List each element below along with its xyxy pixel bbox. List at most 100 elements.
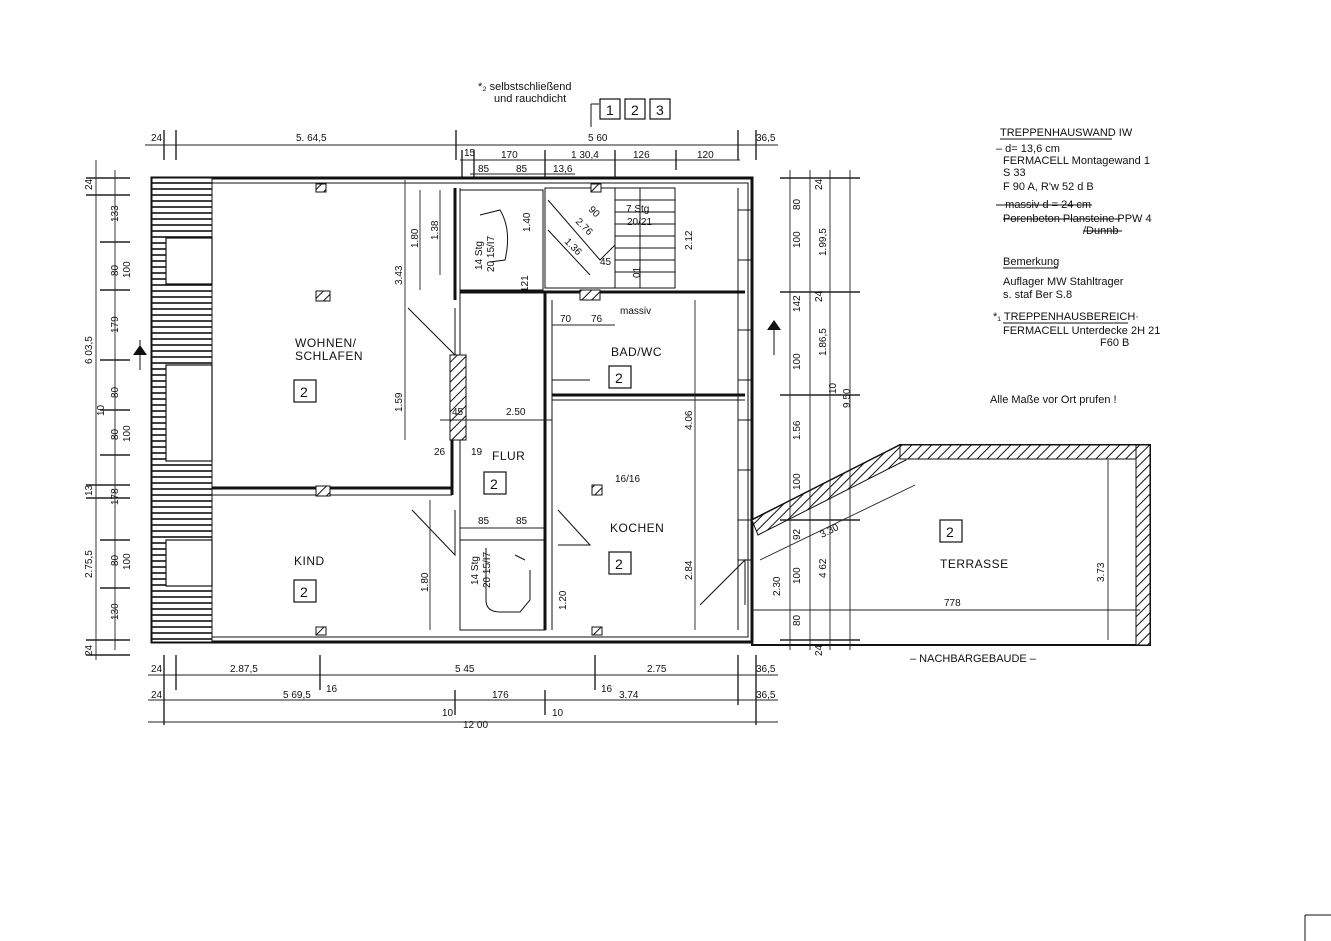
- room-kind: KIND: [294, 554, 325, 568]
- dim-right-100a: 100: [792, 231, 803, 248]
- dim-left-100c: 100: [122, 553, 133, 570]
- room-terrasse: TERRASSE: [940, 557, 1009, 571]
- dim-in-180a: 1.80: [410, 228, 421, 248]
- notes-panel: TREPPENHAUSWAND IW – d= 13,6 cm FERMACEL…: [990, 127, 1160, 406]
- dim-right-80b: 80: [792, 614, 803, 626]
- dim-in-120: 1.20: [558, 590, 569, 610]
- note-selfclose-2: und rauchdicht: [494, 93, 566, 105]
- dim-top-85b: 85: [516, 164, 528, 175]
- note-l2: FERMACELL Montagewand 1: [1003, 155, 1150, 167]
- dim-in-85b: 85: [516, 516, 528, 527]
- dim-right-24c: 24: [814, 644, 825, 656]
- box-3-label: 3: [656, 102, 664, 118]
- label-beam: 16/16: [615, 474, 640, 485]
- label-nachbar: – NACHBARGEBAUDE –: [910, 653, 1037, 665]
- dim-in-01: 01: [632, 266, 643, 278]
- dim-in-140: 1.40: [522, 212, 533, 232]
- dim-in-136: 1.36: [562, 236, 584, 258]
- top-dimensions: 24 5. 64,5 5 60 36,5 15 170 1 30,4 126 1…: [145, 130, 778, 178]
- badge-kochen: 2: [615, 556, 623, 572]
- self-closing-note: *₂ selbstschließend und rauchdicht 1 2 3: [478, 81, 671, 127]
- dim-right-92: 92: [792, 528, 803, 540]
- note-pruefen: Alle Maße vor Ort prufen !: [990, 394, 1117, 406]
- dim-bot-16b: 16: [601, 684, 613, 695]
- stair-lower: 14 Stg: [470, 556, 481, 585]
- room-bad: BAD/WC: [611, 345, 662, 359]
- note-l4: F 90 A, R'w 52 d B: [1003, 181, 1094, 193]
- room-kochen: KOCHEN: [610, 521, 664, 535]
- dim-left-80c: 80: [110, 428, 121, 440]
- dim-right-80a: 80: [792, 198, 803, 210]
- dim-in-250: 2.50: [506, 407, 526, 418]
- dim-in-343: 3.43: [394, 265, 405, 285]
- badge-flur: 2: [490, 476, 498, 492]
- room-wohnen-1: WOHNEN/: [295, 336, 357, 350]
- dim-left-179: 179: [110, 316, 121, 333]
- dim-left-130: 130: [110, 603, 121, 620]
- stair-upper-left-2: 20 15/I7: [486, 235, 497, 272]
- dim-in-138: 1.38: [430, 220, 441, 240]
- dim-in-70: 70: [560, 314, 572, 325]
- stair-upper-left: 14 Stg: [474, 241, 485, 270]
- dim-in-45a: 45: [452, 407, 464, 418]
- dim-right-156: 1.56: [792, 420, 803, 440]
- dim-bot-545: 5 45: [455, 664, 475, 675]
- dim-top-85a: 85: [478, 164, 490, 175]
- dim-right-24b: 24: [814, 290, 825, 302]
- box-3: [649, 98, 671, 120]
- dim-right-100b: 100: [792, 353, 803, 370]
- note-bem-title: Bemerkung: [1003, 256, 1059, 268]
- dim-left-100a: 100: [122, 261, 133, 278]
- note-selfclose-1: *₂ selbstschließend: [478, 81, 572, 93]
- note-treppen-1: FERMACELL Unterdecke 2H 21: [1003, 325, 1160, 337]
- dim-in-159: 1.59: [394, 392, 405, 412]
- room-labels: WOHNEN/ SCHLAFEN 2 KIND 2 FLUR 2 BAD/WC …: [293, 336, 1037, 665]
- label-massiv: massiv: [620, 306, 651, 317]
- dim-bot-365a: 36,5: [756, 664, 776, 675]
- badge-kind: 2: [300, 584, 308, 600]
- dim-left-2755: 2.75,5: [84, 550, 95, 578]
- box-1: [599, 98, 621, 120]
- dim-top-15: 15: [464, 148, 476, 159]
- room-flur: FLUR: [492, 449, 525, 463]
- dim-left-80a: 80: [110, 264, 121, 276]
- dim-top-1304: 1 30,4: [571, 150, 599, 161]
- note-treppen-2: F60 B: [1100, 337, 1129, 349]
- dim-top-126: 126: [633, 150, 650, 161]
- dim-bot-10b: 10: [552, 708, 564, 719]
- badge-bad: 2: [615, 370, 623, 386]
- dim-top-5645: 5. 64,5: [296, 133, 327, 144]
- dim-left-24a: 24: [84, 178, 95, 190]
- dim-in-90: 90: [586, 204, 602, 220]
- right-dimensions: 24 80 100 1.99,5 24 142 1.86,5 100 1.56 …: [767, 170, 1107, 656]
- dim-top-136: 13,6: [553, 164, 573, 175]
- dim-in-406: 4.06: [684, 410, 695, 430]
- dim-in-212: 2.12: [684, 230, 695, 250]
- dim-top-24: 24: [151, 133, 163, 144]
- dim-in-85a: 85: [478, 516, 490, 527]
- dim-left-80d: 80: [110, 554, 121, 566]
- dim-bot-1200: 12 00: [463, 720, 488, 731]
- dim-top-365: 36,5: [756, 133, 776, 144]
- dim-in-26: 26: [434, 447, 446, 458]
- dim-left-6035: 6 03,5: [84, 336, 95, 364]
- dim-in-276: 2.76: [573, 216, 595, 238]
- dim-right-1995: 1.99,5: [818, 228, 829, 256]
- dim-bot-5695: 5 69,5: [283, 690, 311, 701]
- dim-in-76: 76: [591, 314, 603, 325]
- bottom-dimensions: 24 2.87,5 5 45 2.75 36,5 16 16 24 5 69,5…: [148, 655, 778, 731]
- dim-left-10: 10: [96, 404, 107, 416]
- dim-bot-176: 176: [492, 690, 509, 701]
- note-treppen-title: *₁ TREPPENHAUSBEREICH·: [993, 311, 1139, 323]
- dim-ter-778: 778: [944, 598, 961, 609]
- dim-in-180b: 1.80: [420, 572, 431, 592]
- dim-left-133: 133: [110, 205, 121, 222]
- dim-right-100d: 100: [792, 567, 803, 584]
- building: [150, 176, 754, 644]
- room-wohnen-2: SCHLAFEN: [295, 349, 363, 363]
- dim-left-100b: 100: [122, 425, 133, 442]
- stair-upper-right: 7 Stg: [626, 204, 649, 215]
- badge-wohnen: 2: [300, 384, 308, 400]
- dim-in-19: 19: [471, 447, 483, 458]
